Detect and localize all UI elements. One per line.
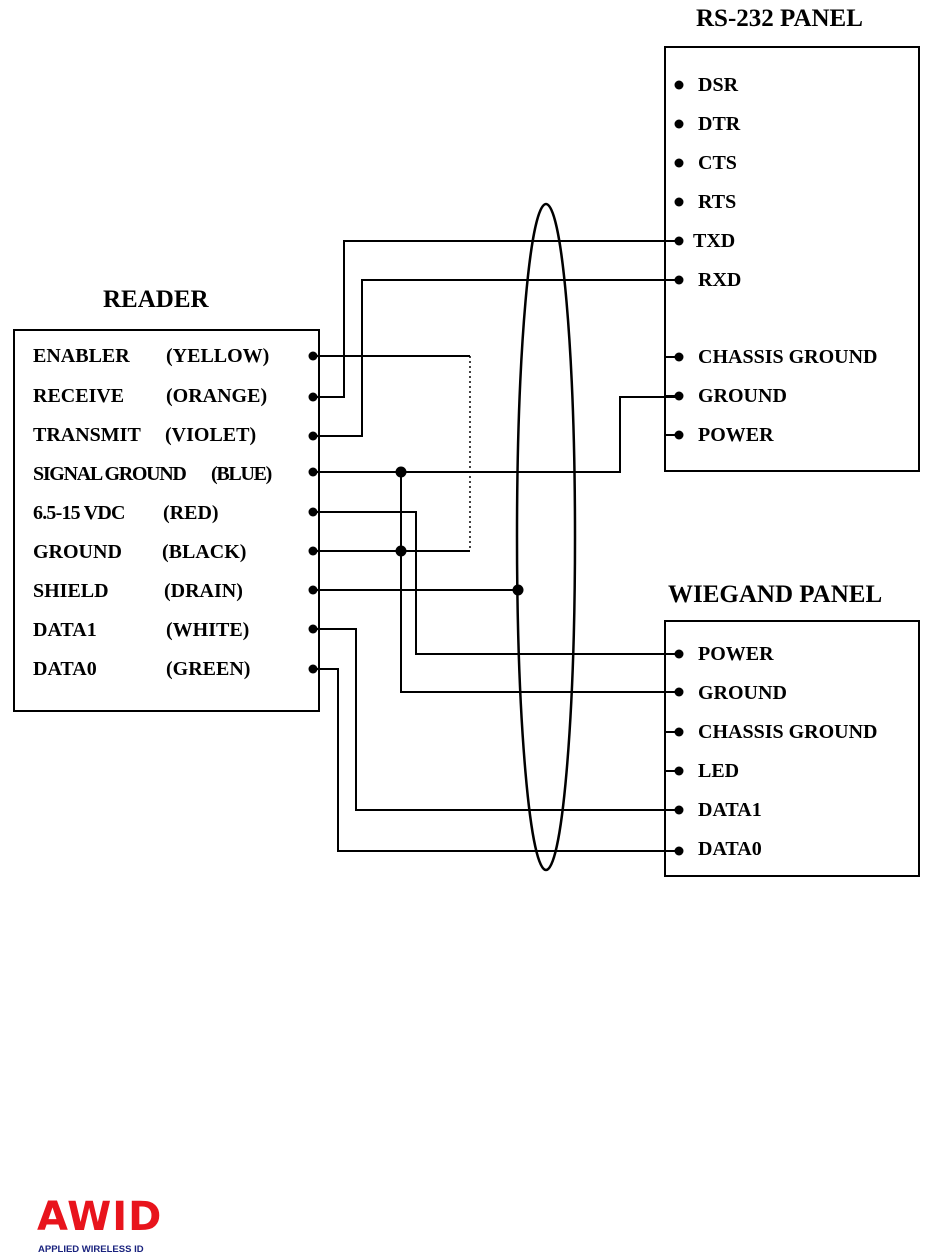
- wiegand-pin-stubs: [664, 731, 678, 772]
- wire-signal-ground-to-ground: [313, 396, 678, 473]
- reader-row-transmit-name: TRANSMIT: [33, 424, 141, 446]
- wire-vdc-to-wiegand-power: [313, 511, 678, 655]
- wiegand-panel: [664, 620, 920, 877]
- reader-row-receive-color: (ORANGE): [166, 385, 268, 407]
- rs232-pin-dsr: DSR: [698, 74, 739, 96]
- reader-row-ground-color: (BLACK): [162, 541, 247, 563]
- rs232-pin-cts: CTS: [698, 152, 737, 174]
- rs232-pin-ground: GROUND: [698, 385, 787, 407]
- wire-data0: [313, 668, 678, 852]
- rs232-panel: [664, 46, 920, 472]
- reader-row-shield-name: SHIELD: [33, 580, 109, 602]
- reader-row-ground-name: GROUND: [33, 541, 122, 563]
- wire-receive-to-txd: [313, 240, 678, 398]
- reader-row-receive-name: RECEIVE: [33, 385, 125, 407]
- reader-row-enabler-color: (YELLOW): [166, 345, 270, 367]
- awid-wordmark: AWID: [37, 1194, 163, 1240]
- wiegand-pin-ground: GROUND: [698, 682, 787, 704]
- rs232-pin-txd: TXD: [693, 230, 736, 252]
- wire-transmit-to-rxd: [313, 279, 678, 437]
- rs232-pin-power: POWER: [698, 424, 774, 446]
- reader-row-data0-name: DATA0: [33, 658, 97, 680]
- reader-title: READER: [103, 286, 209, 313]
- wiegand-panel-title: WIEGAND PANEL: [668, 581, 883, 608]
- reader-row-signal-ground-name: SIGNAL GROUND: [33, 463, 187, 485]
- wire-signal-ground-to-wiegand-ground: [400, 472, 678, 693]
- reader-row-enabler-name: ENABLER: [33, 345, 130, 367]
- reader-row-vdc-name: 6.5-15 VDC: [33, 502, 125, 524]
- wiegand-pin-data0: DATA0: [698, 838, 762, 860]
- awid-subtitle: APPLIED WIRELESS ID: [38, 1244, 144, 1255]
- rs232-pin-rts: RTS: [698, 191, 737, 213]
- reader-row-data1-name: DATA1: [33, 619, 97, 641]
- rs232-panel-title: RS-232 PANEL: [696, 5, 863, 32]
- reader-box: [13, 329, 320, 712]
- reader-row-transmit-color: (VIOLET): [165, 424, 257, 446]
- awid-logo: AWID APPLIED WIRELESS ID: [37, 1197, 177, 1260]
- reader-row-signal-ground-color: (BLUE): [211, 463, 272, 485]
- rs232-pin-dtr: DTR: [698, 113, 741, 135]
- reader-row-vdc-color: (RED): [163, 502, 219, 524]
- cable-bundle-ellipse: [515, 202, 577, 872]
- rs232-pin-rxd: RXD: [698, 269, 742, 291]
- wiegand-pin-chassis-ground: CHASSIS GROUND: [698, 721, 878, 743]
- wiegand-pin-data1: DATA1: [698, 799, 762, 821]
- reader-row-data1-color: (WHITE): [166, 619, 250, 641]
- connection-dots: [308, 80, 684, 856]
- rs232-pin-chassis-ground: CHASSIS GROUND: [698, 346, 878, 368]
- wiegand-pin-power: POWER: [698, 643, 774, 665]
- wiegand-pin-led: LED: [698, 760, 740, 782]
- reader-row-shield-color: (DRAIN): [164, 580, 243, 602]
- wire-data1: [313, 628, 678, 811]
- reader-row-data0-color: (GREEN): [166, 658, 251, 680]
